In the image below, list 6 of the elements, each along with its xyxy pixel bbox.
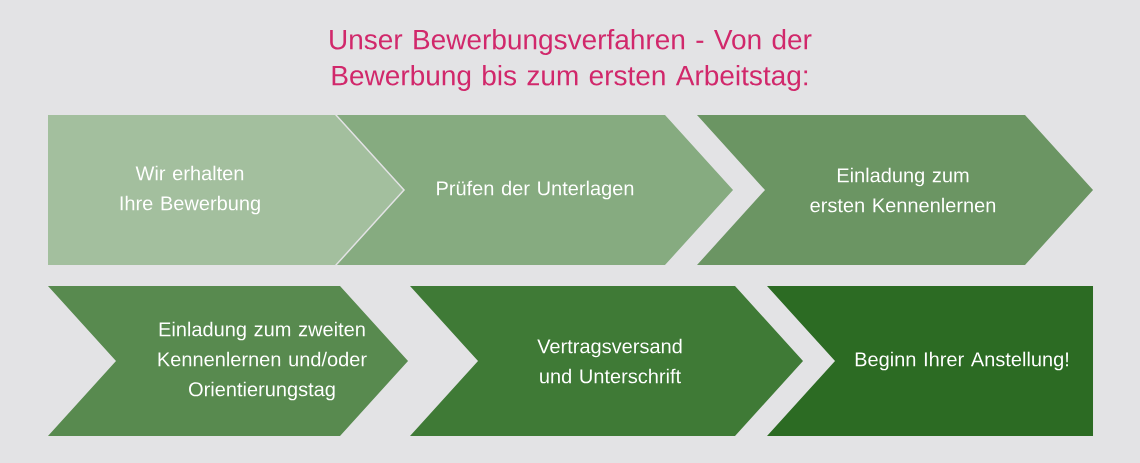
chevron-step: Beginn Ihrer Anstellung! [767,286,1093,436]
chevron-step: Einladung zum ersten Kennenlernen [697,115,1093,265]
chevron-step: Prüfen der Unterlagen [337,115,733,265]
chevron-step: Einladung zum zweiten Kennenlernen und/oder Orientierungstag [48,286,408,436]
chevron-step: Vertragsversand und Unterschrift [410,286,803,436]
title: Unser Bewerbungsverfahren - Von der Bewerbung bis zum ersten Arbeitstag: [330,28,812,92]
